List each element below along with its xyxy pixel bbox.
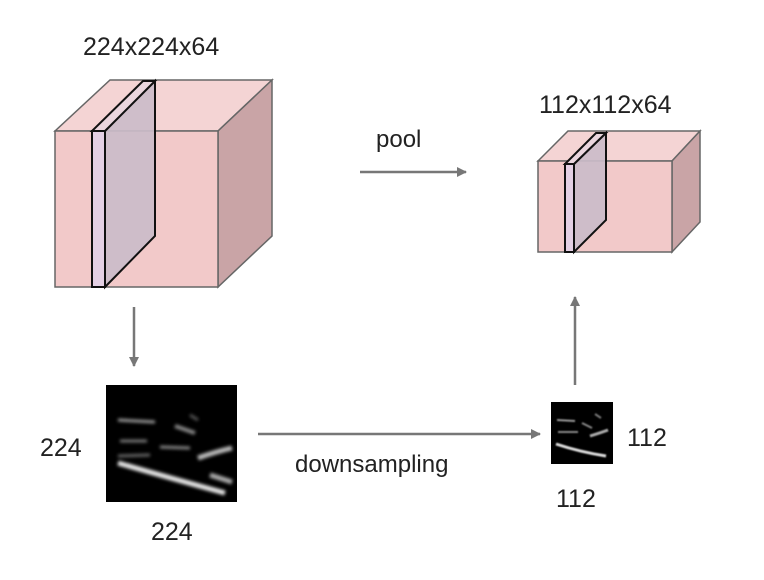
input-feature-map-image bbox=[106, 385, 237, 502]
input-depth-slice bbox=[89, 78, 158, 290]
input-feature-map: 224 224 bbox=[40, 385, 237, 546]
output-volume-label: 112x112x64 bbox=[539, 91, 672, 119]
downsampling-arrow: downsampling bbox=[258, 429, 541, 478]
input-volume-label: 224x224x64 bbox=[83, 33, 219, 61]
pool-label: pool bbox=[376, 126, 421, 153]
input-feature-map-height-label: 224 bbox=[40, 434, 82, 462]
output-depth-slice bbox=[562, 130, 609, 255]
output-slice-front bbox=[564, 163, 575, 253]
output-feature-map-width-label: 112 bbox=[556, 485, 596, 513]
input-slice-front bbox=[91, 130, 106, 288]
output-feature-map: 112 112 bbox=[551, 402, 667, 513]
input-volume: 224x224x64 bbox=[53, 33, 274, 290]
output-feature-map-activations bbox=[555, 413, 609, 458]
input-feature-map-activations bbox=[117, 413, 233, 496]
downsampling-label: downsampling bbox=[295, 451, 448, 478]
pool-arrow: pool bbox=[360, 126, 467, 177]
output-feature-map-height-label: 112 bbox=[627, 424, 667, 452]
input-feature-map-width-label: 224 bbox=[151, 518, 193, 546]
output-volume: 112x112x64 bbox=[536, 91, 702, 255]
